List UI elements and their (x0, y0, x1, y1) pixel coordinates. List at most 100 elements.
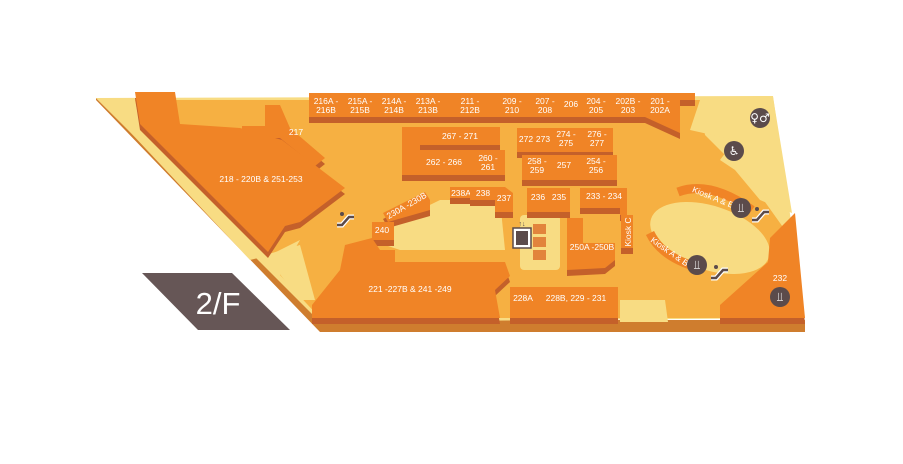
store-label-line: 211 - (461, 96, 480, 106)
store-label-line: 256 (589, 165, 603, 175)
restaurant-icon[interactable]: ⫫ (687, 255, 707, 275)
store-207[interactable]: 207 -208 (529, 93, 562, 123)
store-top (549, 188, 570, 212)
store-214[interactable]: 214A -214B (377, 93, 411, 123)
store-258[interactable]: 258 -259 (522, 155, 553, 186)
store-215[interactable]: 215A -215B (343, 93, 377, 123)
store-label-line: 232 (773, 273, 787, 283)
store-label-line: 221 -227B & 241 -249 (368, 284, 451, 294)
store-top (552, 128, 582, 152)
store-237[interactable]: 237 (495, 187, 513, 218)
store-label-line: 237 (497, 193, 511, 203)
store-top (510, 287, 535, 318)
escalator-icon[interactable] (711, 265, 728, 281)
store-label-line: 272 (519, 134, 533, 144)
store-213[interactable]: 213A -213B (411, 93, 445, 123)
store-label-line: 217 (289, 127, 303, 137)
store-label: 260 -261 (478, 153, 498, 172)
store-label: 228B, 229 - 231 (546, 293, 607, 303)
store-label: 250A -250B (570, 242, 615, 252)
store-201[interactable]: 201 -202A (645, 93, 695, 139)
store-top (495, 93, 529, 117)
store-202[interactable]: 202B -203 (612, 93, 645, 123)
store-label-line: 267 - 271 (442, 131, 478, 141)
store-221[interactable]: 221 -227B & 241 -249 (312, 238, 510, 324)
store-257[interactable]: 257 (553, 155, 575, 186)
store-label-line: 273 (536, 134, 550, 144)
store-216[interactable]: 216A -216B (309, 93, 343, 123)
store-top (535, 287, 618, 318)
svg-text:⫫: ⫫ (694, 258, 701, 272)
store-label: 274 -275 (556, 129, 576, 148)
store-label-line: 208 (538, 105, 552, 115)
store-label: 262 - 266 (426, 157, 462, 167)
store-label-line: 215B (350, 105, 370, 115)
store-204[interactable]: 204 -205 (580, 93, 612, 123)
restroom-icon[interactable]: ♀♂ (750, 108, 770, 128)
store-label: 267 - 271 (442, 131, 478, 141)
store-label: 257 (557, 160, 571, 170)
store-label-line: 233 - 234 (586, 191, 622, 201)
wheelchair-icon[interactable]: ♿ (724, 141, 744, 161)
store-209[interactable]: 209 -210 (495, 93, 529, 123)
restaurant-icon[interactable]: ⫫ (731, 198, 751, 218)
store-label-line: 216A - (314, 96, 339, 106)
store-label-line: 214A - (382, 96, 407, 106)
restaurant-icon[interactable]: ⫫ (770, 287, 790, 307)
store-240[interactable]: 240 (372, 222, 394, 246)
store-250[interactable]: 250A -250B (567, 218, 615, 276)
store-262[interactable]: 262 - 266 (402, 127, 472, 181)
store-236[interactable]: 236 (527, 188, 549, 218)
store-233[interactable]: 233 - 234 (580, 188, 627, 221)
lobby-tile (533, 224, 546, 234)
store-260[interactable]: 260 -261 (472, 150, 505, 181)
escalator-icon[interactable] (337, 212, 354, 228)
store-238[interactable]: 238 (470, 187, 495, 206)
store-label-line: 254 - (586, 156, 606, 166)
store-272[interactable]: 272 (517, 128, 535, 158)
store-238A[interactable]: 238A (450, 187, 471, 204)
store-267[interactable]: 267 - 271 (420, 127, 500, 151)
store-label: 237 (497, 193, 511, 203)
store-label: 204 -205 (586, 96, 606, 115)
lobby-tile (533, 250, 546, 260)
store-top (383, 192, 430, 222)
store-276[interactable]: 276 -277 (582, 128, 613, 158)
store-label-line: 277 (590, 138, 604, 148)
store-label-line: 210 (505, 105, 519, 115)
store-top (567, 218, 615, 270)
store-211[interactable]: 211 -212B (445, 93, 495, 123)
store-top (470, 187, 495, 200)
store-label-line: 215A - (348, 96, 373, 106)
store-top (580, 188, 627, 215)
store-228B[interactable]: 228B, 229 - 231 (535, 287, 618, 324)
store-top (553, 155, 575, 180)
store-label-line: 209 - (502, 96, 522, 106)
store-top (377, 93, 411, 117)
store-label-line: 238 (476, 188, 490, 198)
store-label-line: 218 - 220B & 251-253 (219, 174, 302, 184)
store-label-line: 206 (564, 99, 578, 109)
store-206[interactable]: 206 (562, 93, 580, 123)
store-235[interactable]: 235 (549, 188, 570, 218)
store-label-line: 262 - 266 (426, 157, 462, 167)
store-label-line: 274 - (556, 129, 576, 139)
store-274[interactable]: 274 -275 (552, 128, 582, 158)
store-218[interactable]: 218 - 220B & 251-253 (135, 92, 345, 258)
elevator-icon[interactable]: ↑↓ (512, 221, 532, 249)
store-228A[interactable]: 228A (510, 287, 535, 324)
store-label: 213A -213B (416, 96, 441, 115)
store-label: 258 -259 (527, 156, 547, 175)
store-top (372, 222, 394, 240)
store-label-line: Kiosk C (623, 217, 633, 246)
store-label: 202B -203 (615, 96, 640, 115)
store-label: 201 -202A (650, 96, 670, 115)
store-273[interactable]: 273 (535, 128, 552, 158)
store-label-line: 275 (559, 138, 573, 148)
store-label: 240 (375, 225, 389, 235)
store-KioskC[interactable]: Kiosk C (621, 215, 633, 254)
store-label-line: 203 (621, 105, 635, 115)
store-254[interactable]: 254 -256 (575, 155, 617, 186)
escalator-icon[interactable] (752, 207, 769, 223)
store-label: 273 (536, 134, 550, 144)
